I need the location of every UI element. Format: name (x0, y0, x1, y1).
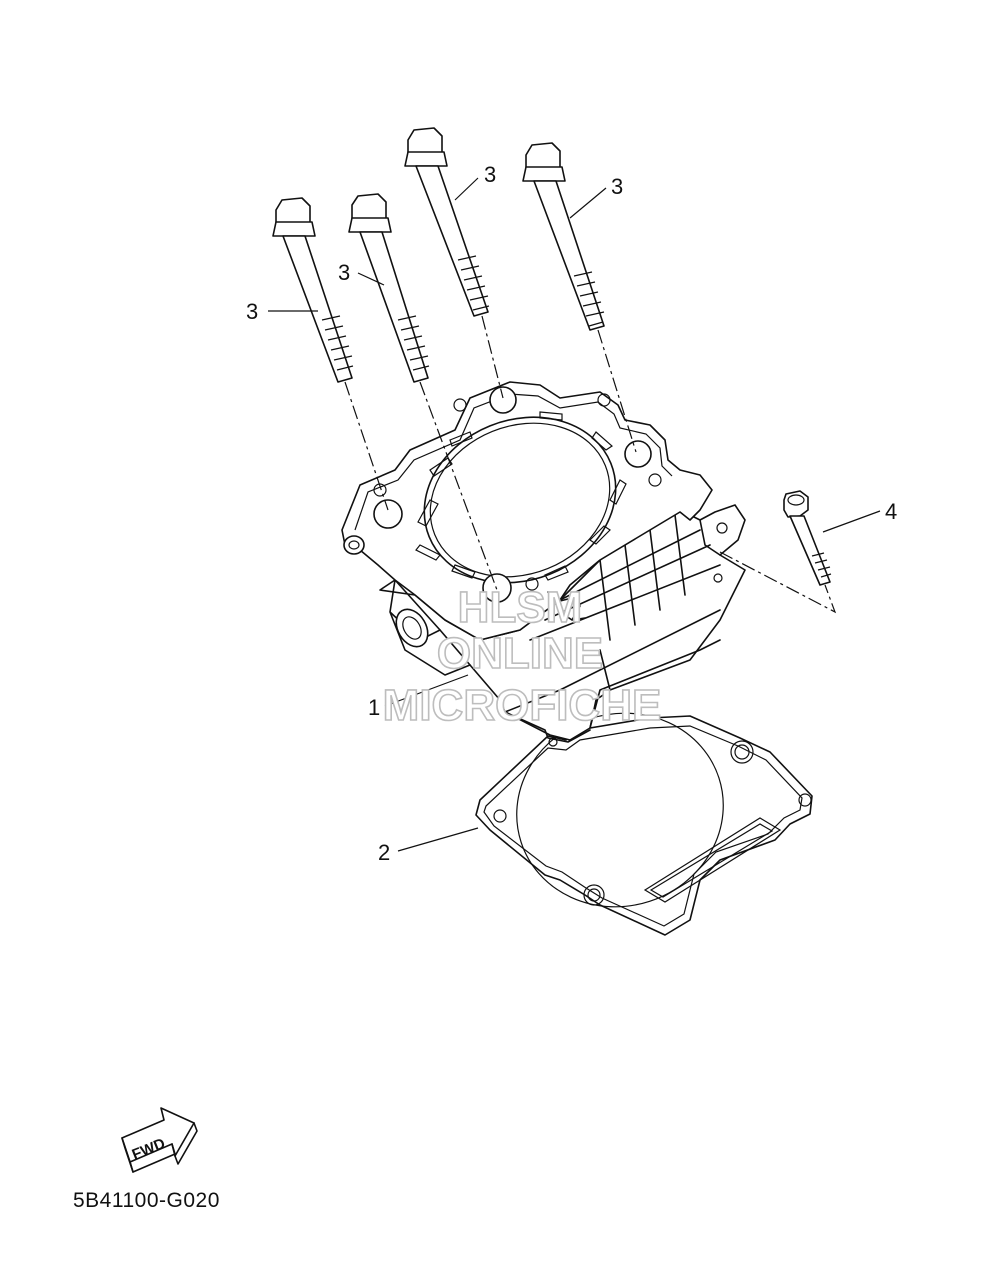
diagram-part-code: 5B41100-G020 (73, 1189, 220, 1212)
cylinder-body (341, 381, 746, 743)
bolt-center-left (348, 193, 430, 383)
callout-bolt-center-left: 3 (338, 260, 350, 285)
bolt-right (522, 142, 605, 331)
callout-bolt-left: 3 (246, 299, 258, 324)
screw (783, 490, 832, 586)
bolt-center-right (404, 127, 490, 317)
callout-bolt-center-right: 3 (484, 162, 496, 187)
watermark-line-2: ONLINE (437, 629, 603, 678)
leader-lines (268, 177, 881, 852)
callout-cylinder: 1 (368, 695, 380, 720)
watermark-line-1: HLSM (458, 583, 583, 632)
cylinder-bolts (272, 127, 605, 383)
callout-screw: 4 (885, 499, 897, 524)
bolt-left (272, 197, 354, 383)
watermark: HLSM ONLINE MICROFICHE (382, 582, 662, 731)
watermark-line-3: MICROFICHE (383, 681, 662, 730)
assembly-guide-lines (344, 315, 837, 614)
callout-bolt-right: 3 (611, 174, 623, 199)
cylinder-gasket (475, 712, 813, 936)
fwd-arrow-icon: FWD (121, 1107, 198, 1173)
callout-gasket: 2 (378, 840, 390, 865)
